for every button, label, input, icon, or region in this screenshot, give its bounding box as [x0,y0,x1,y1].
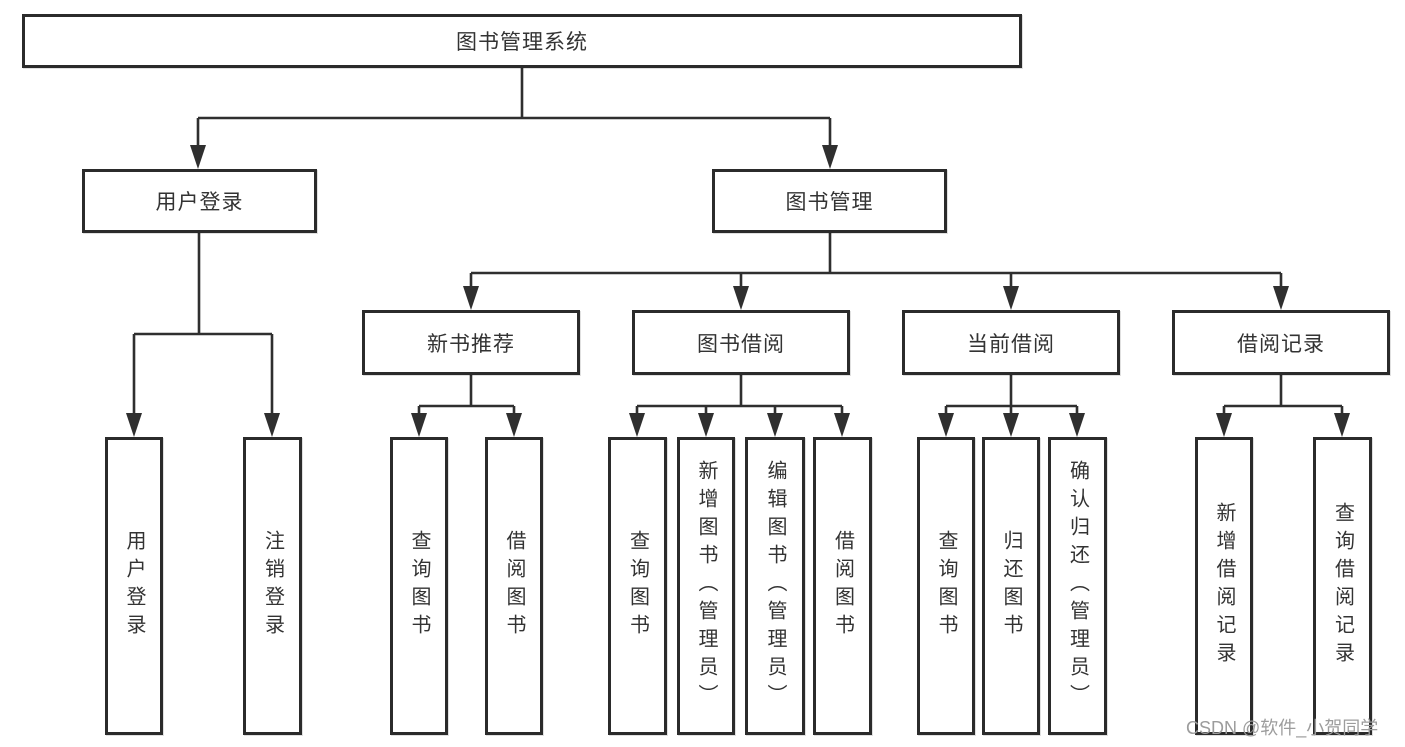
node-borrowing-records: 借阅记录 [1172,310,1390,375]
leaf-label: 新增图书（管理员） [695,460,717,712]
node-new-book-recommendation: 新书推荐 [362,310,580,375]
leaf-label: 编辑图书（管理员） [764,460,786,712]
leaf-query-books-newbooks: 查询图书 [390,437,448,735]
leaf-label: 查询图书 [408,530,430,642]
leaf-borrow-books: 借阅图书 [813,437,872,735]
node-book-management: 图书管理 [712,169,947,233]
leaf-user-login: 用户登录 [105,437,163,735]
tree-edges [132,68,1344,415]
leaf-label: 确认归还（管理员） [1066,460,1089,712]
leaf-add-borrow-record: 新增借阅记录 [1195,437,1253,735]
leaf-label: 用户登录 [123,530,145,642]
node-root-library-system: 图书管理系统 [22,14,1022,68]
leaf-add-books-admin: 新增图书（管理员） [677,437,735,735]
leaf-label: 借阅图书 [831,530,854,642]
leaf-query-borrow-record: 查询借阅记录 [1313,437,1372,735]
node-user-login: 用户登录 [82,169,317,233]
leaf-query-books-current: 查询图书 [917,437,975,735]
leaf-label: 查询图书 [626,530,649,642]
leaf-borrow-books-newbooks: 借阅图书 [485,437,543,735]
leaf-label: 查询借阅记录 [1331,502,1354,670]
node-book-borrowing: 图书借阅 [632,310,850,375]
leaf-logout: 注销登录 [243,437,302,735]
node-current-borrowing: 当前借阅 [902,310,1120,375]
arrowhead-icons [126,145,1350,437]
leaf-label: 新增借阅记录 [1213,502,1235,670]
leaf-confirm-return-admin: 确认归还（管理员） [1048,437,1107,735]
leaf-label: 查询图书 [935,530,957,642]
leaf-return-books: 归还图书 [982,437,1040,735]
leaf-label: 借阅图书 [503,530,525,642]
leaf-edit-books-admin: 编辑图书（管理员） [745,437,805,735]
csdn-watermark: CSDN @软件_小贺同学 [1186,718,1379,738]
leaf-label: 归还图书 [1000,530,1022,642]
leaf-query-books-borrowing: 查询图书 [608,437,667,735]
leaf-label: 注销登录 [261,530,284,642]
